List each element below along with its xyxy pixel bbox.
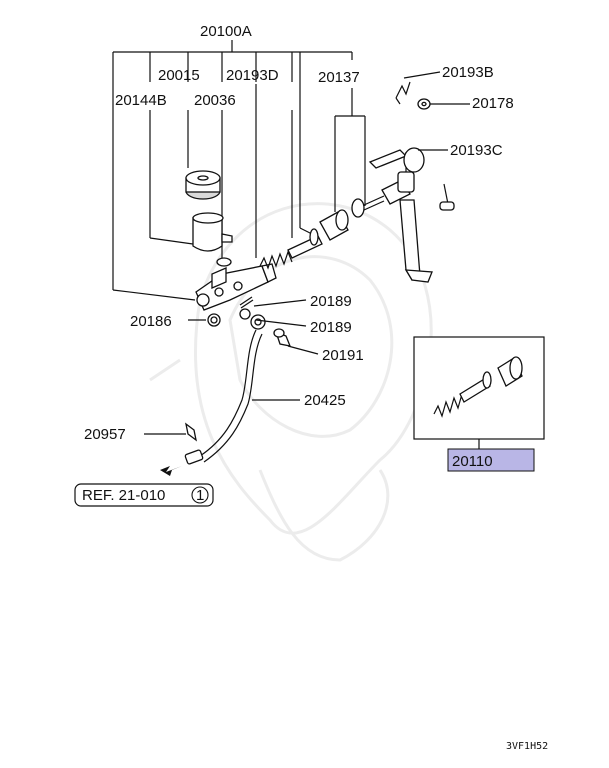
hose-clip: [185, 422, 197, 442]
master-cylinder-body: [195, 263, 277, 311]
diagram-code: 3VF1H52: [506, 741, 548, 752]
washer: [417, 98, 431, 110]
label-20189-lower: 20189: [310, 319, 352, 336]
snap-ring: [309, 228, 319, 246]
spring-clip: [395, 81, 411, 105]
label-20137: 20137: [318, 69, 360, 86]
reservoir-cap: [185, 170, 221, 200]
reference-circled-number: 1: [196, 487, 204, 504]
label-20178: 20178: [472, 95, 514, 112]
direction-arrow: [160, 466, 182, 476]
return-spring: [259, 250, 293, 270]
label-20036: 20036: [194, 92, 236, 109]
hose-banjo-fitting: [250, 314, 266, 330]
label-20193B: 20193B: [442, 64, 494, 81]
boot: [319, 209, 349, 241]
clevis-pin: [439, 183, 455, 211]
label-20957: 20957: [84, 426, 126, 443]
label-20186: 20186: [130, 313, 172, 330]
leader-lines: [144, 71, 470, 435]
reservoir-grommet: [216, 257, 232, 267]
label-20100A: 20100A: [200, 23, 252, 40]
cotter-pin: [239, 296, 254, 309]
reference-box: REF. 21-010 1: [74, 483, 214, 507]
pedal-arm: [368, 147, 433, 283]
clutch-hose: [199, 329, 263, 463]
label-20425: 20425: [304, 392, 346, 409]
label-20110: 20110: [452, 453, 493, 470]
label-20193D: 20193D: [226, 67, 279, 84]
bleeder-screw: [207, 313, 221, 327]
push-rod: [351, 195, 385, 218]
part-20110-highlight: [447, 448, 535, 472]
reservoir-tank: [192, 212, 233, 252]
label-20191: 20191: [322, 347, 364, 364]
gasket-washer: [239, 308, 251, 320]
union-bolt: [273, 328, 292, 347]
hose-end-fitting: [184, 449, 204, 465]
label-20015: 20015: [158, 67, 200, 84]
label-20193C: 20193C: [450, 142, 503, 159]
reference-text: REF. 21-010: [82, 487, 165, 504]
label-20189-upper: 20189: [310, 293, 352, 310]
repair-kit-inset: [413, 336, 545, 449]
label-20144B: 20144B: [115, 92, 167, 109]
